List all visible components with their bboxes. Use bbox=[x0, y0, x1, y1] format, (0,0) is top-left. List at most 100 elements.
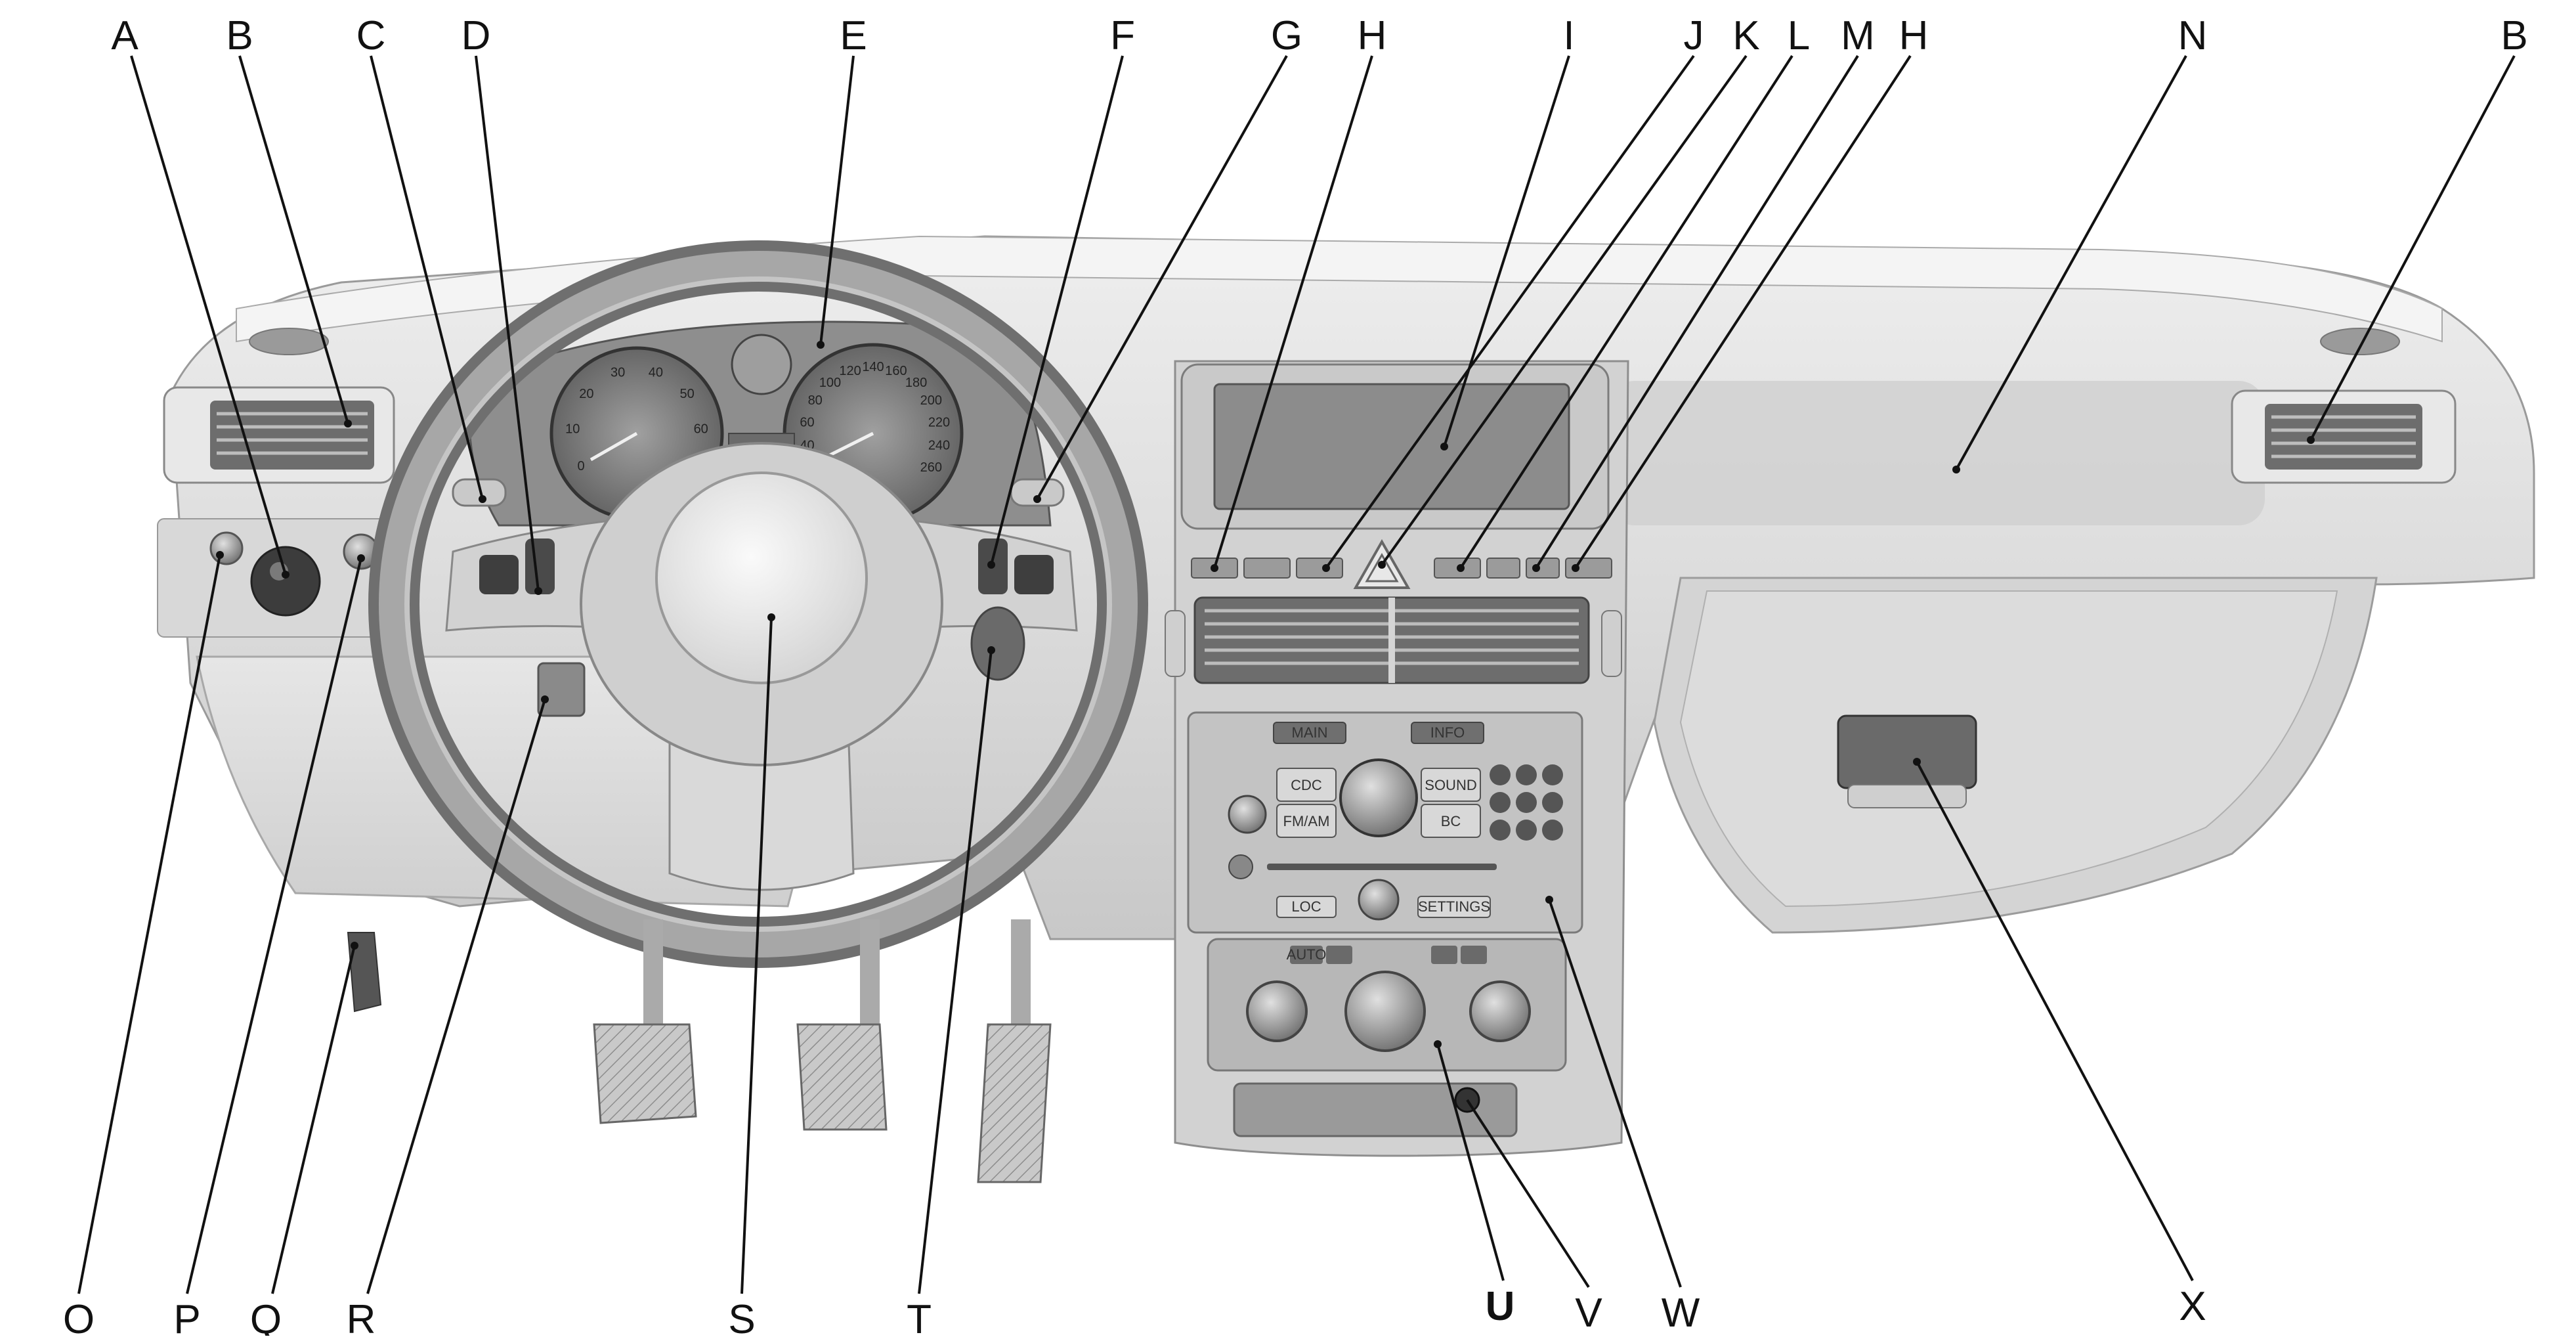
station-button-6[interactable] bbox=[1542, 792, 1563, 813]
glovebox[interactable] bbox=[1837, 714, 1977, 808]
station-button-3[interactable] bbox=[1542, 764, 1563, 785]
speedometer-tick-label: 60 bbox=[800, 415, 814, 429]
defrost-button[interactable] bbox=[1431, 946, 1457, 964]
label-r: R bbox=[347, 1297, 376, 1336]
brake-pedal[interactable] bbox=[796, 1023, 888, 1131]
loc-button-label: LOC bbox=[1291, 898, 1321, 915]
tachometer-tick-label: 60 bbox=[694, 422, 708, 437]
label-b-right: B bbox=[2501, 13, 2527, 58]
speedometer-ticks: 20406080100120140160180200220240260 bbox=[800, 360, 950, 475]
tachometer-tick-label: 0 bbox=[578, 459, 585, 473]
tachometer-tick-label: 40 bbox=[649, 365, 663, 380]
center-console: MAIN INFO CDC FM/AM SOUND BC bbox=[1165, 360, 1629, 1157]
settings-button-label: SETTINGS bbox=[1418, 898, 1490, 915]
label-c: C bbox=[356, 13, 386, 58]
main-button[interactable] bbox=[1273, 722, 1346, 744]
sound-button-label: SOUND bbox=[1425, 777, 1476, 793]
speedometer-tick-label: 200 bbox=[920, 393, 942, 408]
station-button-4[interactable] bbox=[1490, 792, 1511, 813]
label-e: E bbox=[840, 13, 867, 58]
steering-audio-controls-right[interactable] bbox=[1014, 555, 1054, 594]
speedometer-tick-label: 160 bbox=[885, 364, 907, 378]
leader-dots bbox=[216, 341, 2315, 1048]
speedometer-tick-label: 220 bbox=[928, 415, 950, 429]
light-switch-knob[interactable] bbox=[250, 546, 321, 617]
light-switch-panel bbox=[157, 518, 395, 638]
tachometer-ticks: 010203040506070 bbox=[565, 365, 708, 473]
ignition-switch[interactable] bbox=[970, 606, 1025, 681]
label-o: O bbox=[63, 1297, 95, 1336]
station-button-8[interactable] bbox=[1516, 820, 1537, 841]
recirculation-button[interactable] bbox=[1326, 946, 1352, 964]
cd-slot[interactable] bbox=[1267, 864, 1497, 870]
label-f: F bbox=[1110, 13, 1135, 58]
info-display bbox=[1213, 383, 1570, 510]
temperature-knob-left[interactable] bbox=[1246, 980, 1308, 1042]
tachometer-tick-label: 20 bbox=[579, 387, 593, 401]
sound-button[interactable] bbox=[1421, 768, 1481, 802]
speedometer-tick-label: 180 bbox=[905, 376, 927, 390]
right-air-vent bbox=[2231, 328, 2457, 484]
label-m: M bbox=[1841, 13, 1875, 58]
navigation-joystick[interactable] bbox=[1358, 879, 1400, 921]
settings-button[interactable] bbox=[1417, 896, 1491, 918]
steering-column-stalks bbox=[452, 478, 1065, 717]
fog-light-button[interactable] bbox=[209, 531, 244, 565]
station-button-1[interactable] bbox=[1490, 764, 1511, 785]
bc-button[interactable] bbox=[1421, 804, 1481, 838]
station-button-9[interactable] bbox=[1542, 820, 1563, 841]
station-button-2[interactable] bbox=[1516, 764, 1537, 785]
fan-speed-knob[interactable] bbox=[1344, 971, 1426, 1052]
bonnet-release-lever[interactable] bbox=[347, 932, 382, 1013]
button-6[interactable] bbox=[1526, 558, 1560, 579]
speedometer-tick-label: 100 bbox=[819, 376, 841, 390]
fm-am-button[interactable] bbox=[1276, 804, 1337, 838]
button-7[interactable] bbox=[1565, 558, 1612, 579]
button-3[interactable] bbox=[1296, 558, 1343, 579]
station-button-5[interactable] bbox=[1516, 792, 1537, 813]
steering-wheel[interactable] bbox=[368, 240, 1148, 968]
label-v: V bbox=[1575, 1290, 1602, 1336]
label-k: K bbox=[1732, 13, 1759, 58]
label-l: L bbox=[1788, 13, 1810, 58]
button-2[interactable] bbox=[1243, 558, 1291, 579]
radio-unit: MAIN INFO CDC FM/AM SOUND BC bbox=[1187, 711, 1583, 934]
multifunction-knob[interactable] bbox=[1339, 758, 1418, 837]
bc-button-label: BC bbox=[1441, 813, 1461, 829]
steering-audio-controls-left[interactable] bbox=[479, 555, 519, 594]
station-button-7[interactable] bbox=[1490, 820, 1511, 841]
pedals bbox=[347, 919, 1052, 1183]
label-h-right: H bbox=[1899, 13, 1929, 58]
tachometer-tick-label: 30 bbox=[611, 365, 625, 380]
glovebox-handle[interactable] bbox=[1837, 714, 1977, 789]
instrument-cluster: 010203040506070 204060801001201401601802… bbox=[468, 320, 1052, 527]
turn-signal-lever[interactable] bbox=[452, 478, 507, 507]
eject-button[interactable] bbox=[1228, 854, 1253, 879]
steering-voice-button[interactable] bbox=[525, 538, 555, 594]
clutch-pedal[interactable] bbox=[593, 1023, 697, 1124]
temperature-knob-right[interactable] bbox=[1469, 980, 1531, 1042]
button-5[interactable] bbox=[1486, 558, 1520, 579]
steering-wheel-adjustment[interactable] bbox=[537, 662, 586, 717]
storage-compartment[interactable] bbox=[1233, 1082, 1518, 1137]
callout-labels: A B C D E F G H I J K L M H N B O P Q R … bbox=[63, 13, 2528, 1339]
cdc-button-label: CDC bbox=[1291, 777, 1322, 793]
speedometer-tick-label: 140 bbox=[862, 360, 884, 374]
center-air-vents bbox=[1165, 596, 1622, 684]
label-d: D bbox=[462, 13, 491, 58]
rear-window-heating-button[interactable] bbox=[1461, 946, 1487, 964]
fuel-gauge bbox=[731, 334, 792, 395]
speedometer-tick-label: 260 bbox=[920, 460, 942, 475]
label-n: N bbox=[2178, 13, 2208, 58]
speedometer-tick-label: 80 bbox=[808, 393, 823, 408]
loc-button[interactable] bbox=[1276, 896, 1337, 918]
accelerator-pedal[interactable] bbox=[977, 1023, 1052, 1183]
auto-button-label: AUTO bbox=[1287, 946, 1327, 963]
speedometer-tick-label: 240 bbox=[928, 439, 950, 453]
cdc-button[interactable] bbox=[1276, 768, 1337, 802]
power-volume-knob[interactable] bbox=[1228, 795, 1267, 834]
horn-pad[interactable] bbox=[655, 472, 868, 684]
auto-button[interactable] bbox=[1290, 946, 1323, 964]
info-button[interactable] bbox=[1411, 722, 1484, 744]
